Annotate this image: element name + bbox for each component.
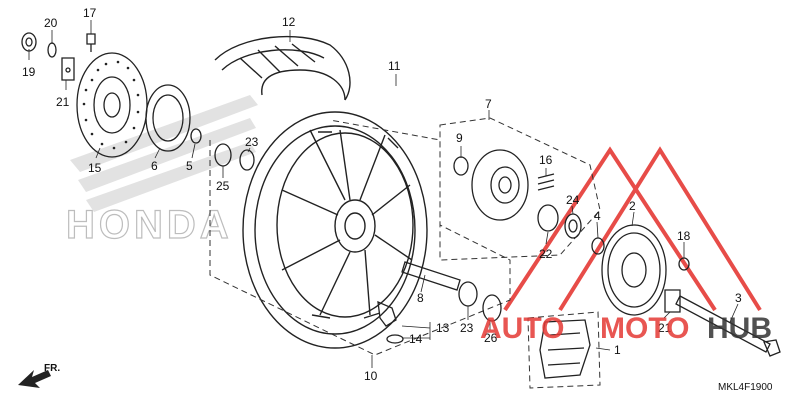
leader-lines bbox=[28, 20, 739, 368]
brand-auto: AUTO bbox=[480, 312, 564, 345]
callout-18: 18 bbox=[677, 229, 691, 243]
callout-26: 26 bbox=[484, 331, 498, 345]
damper-box bbox=[527, 311, 601, 389]
callout-21-right: 21 bbox=[658, 321, 672, 335]
callout-20: 20 bbox=[44, 16, 58, 30]
callout-labels: 1 2 3 4 5 6 7 8 9 10 11 12 13 14 15 16 1… bbox=[22, 6, 742, 383]
callout-1: 1 bbox=[614, 343, 621, 357]
callout-16: 16 bbox=[539, 153, 553, 167]
front-direction-arrow bbox=[18, 370, 51, 388]
brand-hub: HUB bbox=[707, 312, 772, 345]
callout-21-left: 21 bbox=[56, 95, 70, 109]
wheel-damper bbox=[539, 319, 591, 379]
rear-axle bbox=[675, 295, 781, 357]
honda-wing-watermark bbox=[70, 95, 258, 212]
pulser-ring bbox=[145, 84, 191, 152]
callout-12: 12 bbox=[282, 15, 296, 29]
rear-wheel bbox=[242, 111, 428, 349]
callout-14: 14 bbox=[409, 332, 423, 346]
callout-11: 11 bbox=[388, 59, 401, 73]
callout-23-bottom: 23 bbox=[460, 321, 474, 335]
callout-8: 8 bbox=[417, 291, 424, 305]
brake-disc bbox=[76, 52, 148, 158]
callout-10: 10 bbox=[364, 369, 378, 383]
callout-24: 24 bbox=[566, 193, 580, 207]
honda-watermark-text: HONDA bbox=[66, 203, 233, 247]
assembly-box-hub bbox=[439, 117, 601, 261]
callout-7: 7 bbox=[485, 97, 492, 111]
automotohub-brand-watermark: AUTO MOTO HUB bbox=[480, 312, 772, 345]
callout-13: 13 bbox=[436, 321, 450, 335]
callout-6: 6 bbox=[151, 159, 158, 173]
brake-disc-holes bbox=[82, 60, 140, 150]
callout-23-top: 23 bbox=[245, 135, 259, 149]
callout-2: 2 bbox=[629, 199, 636, 213]
rear-sprocket bbox=[591, 224, 690, 316]
callout-25: 25 bbox=[216, 179, 230, 193]
brand-moto: MOTO bbox=[600, 312, 689, 345]
callout-5: 5 bbox=[186, 159, 193, 173]
callout-19: 19 bbox=[22, 65, 36, 79]
callout-4: 4 bbox=[594, 209, 601, 223]
front-direction-label: FR. bbox=[44, 363, 60, 374]
callout-22: 22 bbox=[539, 247, 553, 261]
diagram-part-code: MKL4F1900 bbox=[718, 382, 773, 393]
automotohub-triangle-watermark bbox=[503, 146, 762, 312]
callout-17: 17 bbox=[83, 6, 97, 20]
callout-9: 9 bbox=[456, 131, 463, 145]
callout-15: 15 bbox=[88, 161, 102, 175]
rear-tire bbox=[214, 35, 351, 101]
callout-3: 3 bbox=[735, 291, 742, 305]
